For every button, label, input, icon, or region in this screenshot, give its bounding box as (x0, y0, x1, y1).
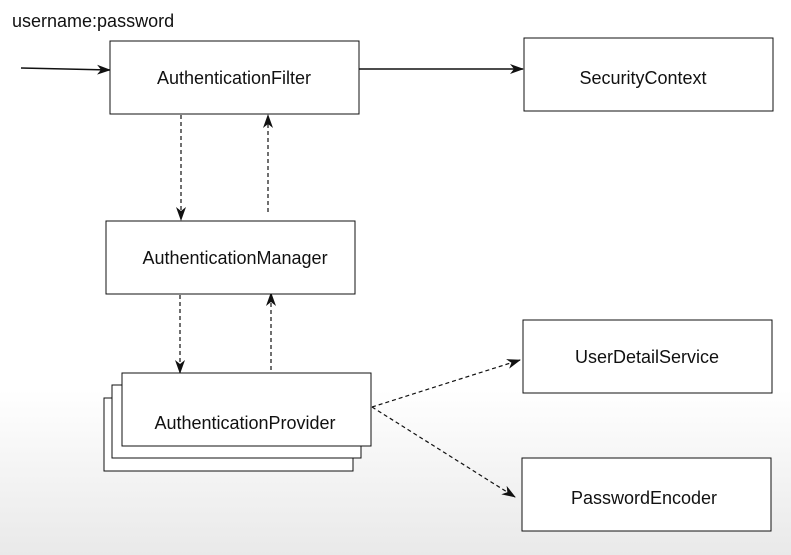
authentication-provider-box (121, 372, 372, 447)
password-encoder-label: PasswordEncoder (571, 488, 717, 508)
security-context-label: SecurityContext (579, 68, 706, 88)
edges (20, 64, 524, 498)
authentication-manager-label: AuthenticationManager (142, 248, 327, 268)
edge-provider-to-password-encoder (371, 406, 516, 498)
input-label: username:password (12, 11, 174, 31)
authentication-provider-node: AuthenticationProvider (103, 372, 372, 472)
security-context-box (523, 37, 774, 112)
authentication-filter-node: AuthenticationFilter (109, 40, 360, 115)
authentication-filter-label: AuthenticationFilter (157, 68, 311, 88)
authentication-manager-box (105, 220, 356, 295)
security-context-node: SecurityContext (523, 37, 774, 112)
authentication-manager-node: AuthenticationManager (105, 220, 356, 295)
authentication-provider-label: AuthenticationProvider (154, 413, 335, 433)
user-detail-service-label: UserDetailService (575, 347, 719, 367)
authentication-filter-box (109, 40, 360, 115)
user-detail-service-node: UserDetailService (522, 319, 773, 394)
password-encoder-node: PasswordEncoder (521, 457, 772, 532)
edge-provider-to-user-detail-service (371, 359, 521, 408)
user-detail-service-box (522, 319, 773, 394)
password-encoder-box (521, 457, 772, 532)
edge-input-to-filter (20, 64, 111, 75)
